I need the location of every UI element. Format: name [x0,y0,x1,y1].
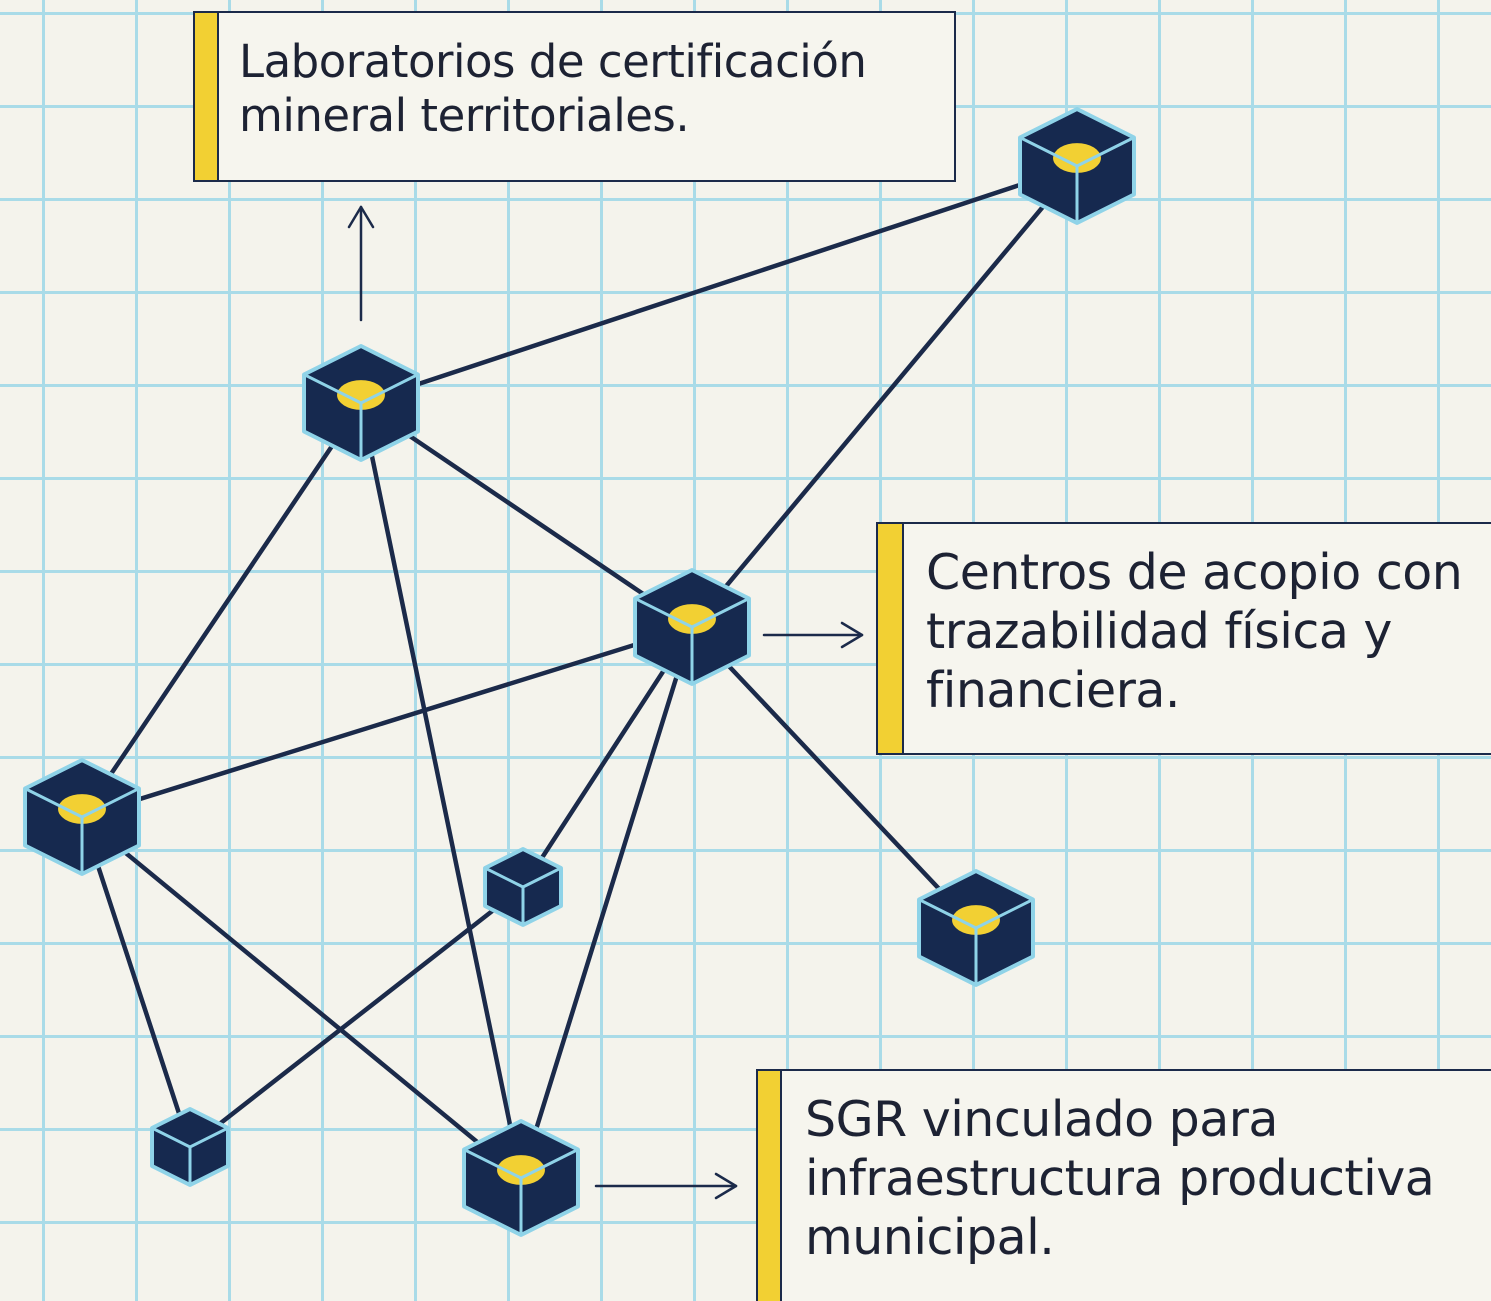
node-small-mid [483,847,563,927]
network-edges [79,163,1080,1181]
callout-accent-bar [758,1071,782,1301]
node-small-bottom [150,1107,230,1187]
callout-text: Centros de acopio con trazabilidad físic… [926,544,1463,719]
cube-core-glow [497,1155,545,1185]
node-top-right [1018,107,1136,225]
edge-hub-center [358,400,695,630]
edge-left-bottom [79,814,524,1181]
edge-left-small-bottom [79,814,193,1150]
callout-accent-bar [195,13,219,180]
node-right [917,869,1035,987]
edge-top-right-center [689,163,1080,630]
cube-core-glow [58,794,106,824]
callout-certification-labs: Laboratorios de certificación mineral te… [193,11,956,182]
node-hub [302,344,420,462]
node-center [633,568,751,686]
cube-core-glow [1053,143,1101,173]
edge-hub-top-right [358,163,1080,406]
edge-center-left [79,624,695,820]
node-bottom [462,1119,580,1237]
edge-hub-left [79,400,364,820]
pointer-arrows [347,205,864,1200]
edge-hub-bottom [358,400,524,1181]
edge-small-bottom-small-mid [187,884,526,1150]
cube-core-glow [668,604,716,634]
cube-core-glow [952,905,1000,935]
cube-core-glow [337,380,385,410]
network-nodes [23,107,1136,1237]
edge-center-bottom [518,624,695,1181]
node-left [23,758,141,876]
edge-center-right [689,624,979,931]
callout-accent-bar [878,524,904,753]
callout-sgr-infrastructure: SGR vinculado para infraestructura produ… [756,1069,1491,1301]
callout-text: Laboratorios de certificación mineral te… [239,35,867,142]
callout-collection-centers: Centros de acopio con trazabilidad físic… [876,522,1491,755]
callout-text: SGR vinculado para infraestructura produ… [805,1091,1435,1266]
